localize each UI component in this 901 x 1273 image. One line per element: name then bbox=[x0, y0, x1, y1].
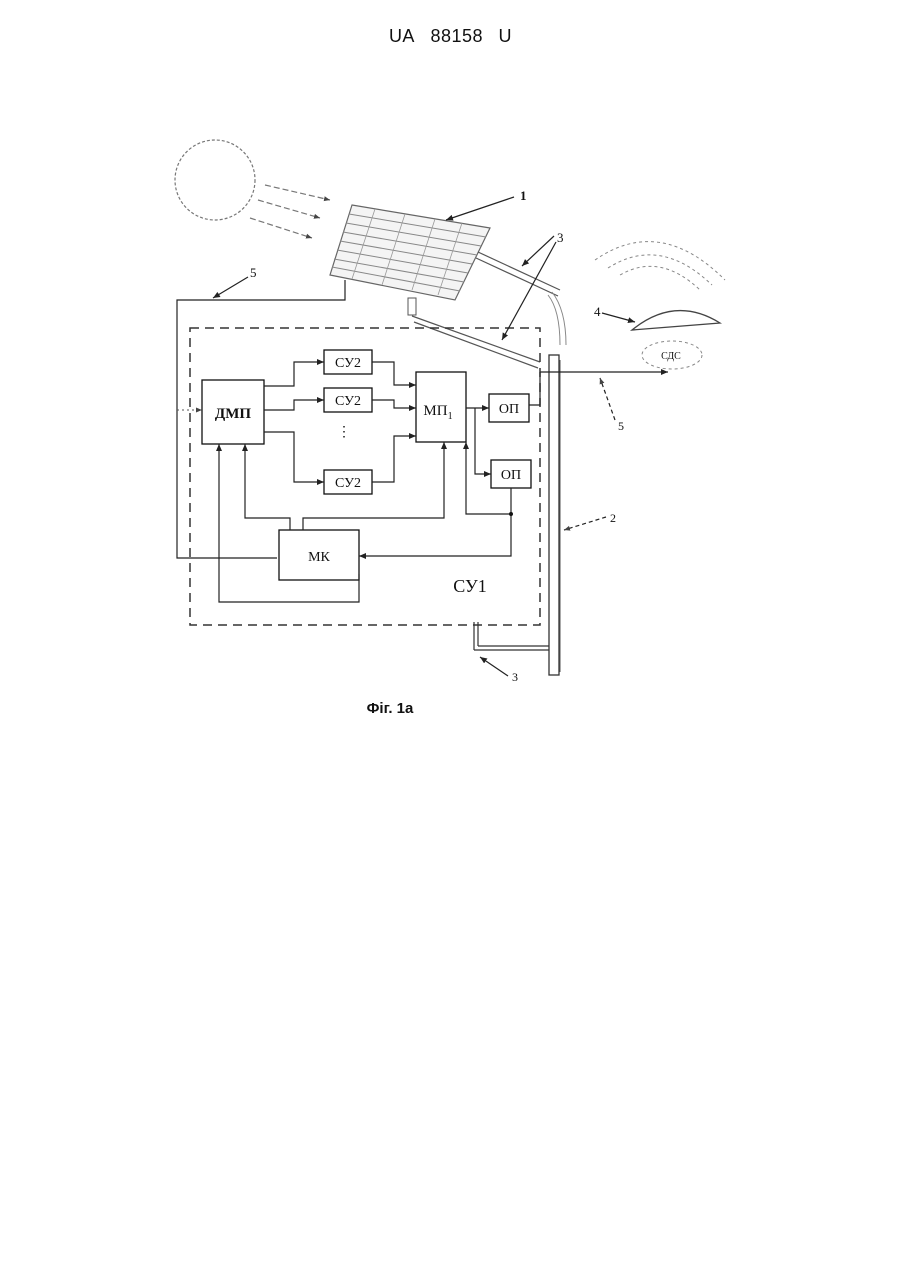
dmp-to-su2-links bbox=[264, 362, 324, 482]
base-bracket bbox=[474, 622, 549, 650]
sun-rays bbox=[250, 185, 330, 238]
figure-caption: Фіг. 1а bbox=[330, 700, 450, 717]
solar-panel bbox=[330, 205, 490, 300]
op-label-a: ОП bbox=[499, 402, 519, 417]
su2-label-c: СУ2 bbox=[335, 476, 361, 491]
satellite-dish-icon bbox=[595, 242, 725, 369]
mk-label: МК bbox=[308, 550, 330, 565]
ref-5-right: 5 bbox=[618, 419, 624, 433]
sun-icon bbox=[175, 140, 255, 220]
op-label-b: ОП bbox=[501, 468, 521, 483]
ref-1: 1 bbox=[520, 188, 527, 203]
sds-label: СДС bbox=[661, 351, 681, 362]
su2-ellipsis: ⋮ bbox=[337, 425, 351, 440]
ref-5-left: 5 bbox=[250, 265, 257, 280]
su2-label-b: СУ2 bbox=[335, 394, 361, 409]
panel-support-lower bbox=[408, 298, 540, 368]
ref-2: 2 bbox=[610, 511, 616, 525]
dmp-label: ДМП bbox=[215, 406, 251, 422]
ref-4: 4 bbox=[594, 304, 601, 319]
ref-3-top: 3 bbox=[557, 230, 564, 245]
mast-pole bbox=[548, 292, 566, 675]
su1-label: СУ1 bbox=[453, 576, 487, 596]
su2-to-mp-links bbox=[372, 362, 416, 482]
su2-label-a: СУ2 bbox=[335, 356, 361, 371]
mp-to-op-links bbox=[466, 372, 540, 474]
ref-3-bottom: 3 bbox=[512, 670, 518, 684]
